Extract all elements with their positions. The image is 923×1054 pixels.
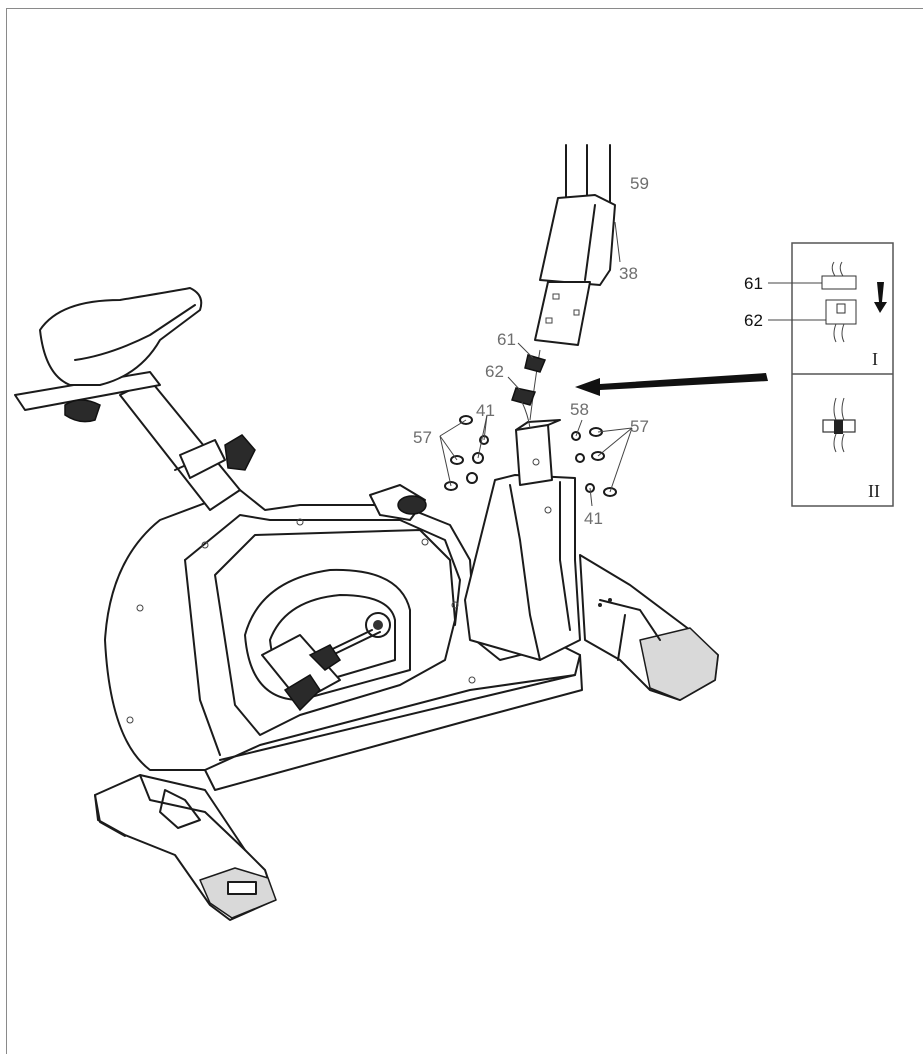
callout-58: 58 xyxy=(570,400,589,419)
page-frame xyxy=(6,8,923,1054)
rear-stabilizer xyxy=(579,554,719,701)
connector-detail-box xyxy=(768,242,894,507)
detail-step-2: II xyxy=(868,481,880,501)
seat-assembly xyxy=(14,287,256,511)
callout-38: 38 xyxy=(619,264,638,283)
cable-connectors xyxy=(511,349,547,429)
detail-label-61: 61 xyxy=(744,274,763,293)
detail-arrow xyxy=(575,373,768,396)
leader-lines xyxy=(439,221,633,507)
upright-base xyxy=(464,419,581,661)
handlebar-mast xyxy=(534,144,616,346)
callout-57-right: 57 xyxy=(630,417,649,436)
callout-41-right: 41 xyxy=(584,509,603,528)
callout-41-left: 41 xyxy=(476,401,495,420)
detail-label-62: 62 xyxy=(744,311,763,330)
callout-59: 59 xyxy=(630,174,649,193)
callout-57-left: 57 xyxy=(413,428,432,447)
front-stabilizer xyxy=(94,774,277,921)
detail-step-1: I xyxy=(872,349,878,369)
callout-61: 61 xyxy=(497,330,516,349)
main-frame-shroud xyxy=(104,484,583,791)
callout-62: 62 xyxy=(485,362,504,381)
